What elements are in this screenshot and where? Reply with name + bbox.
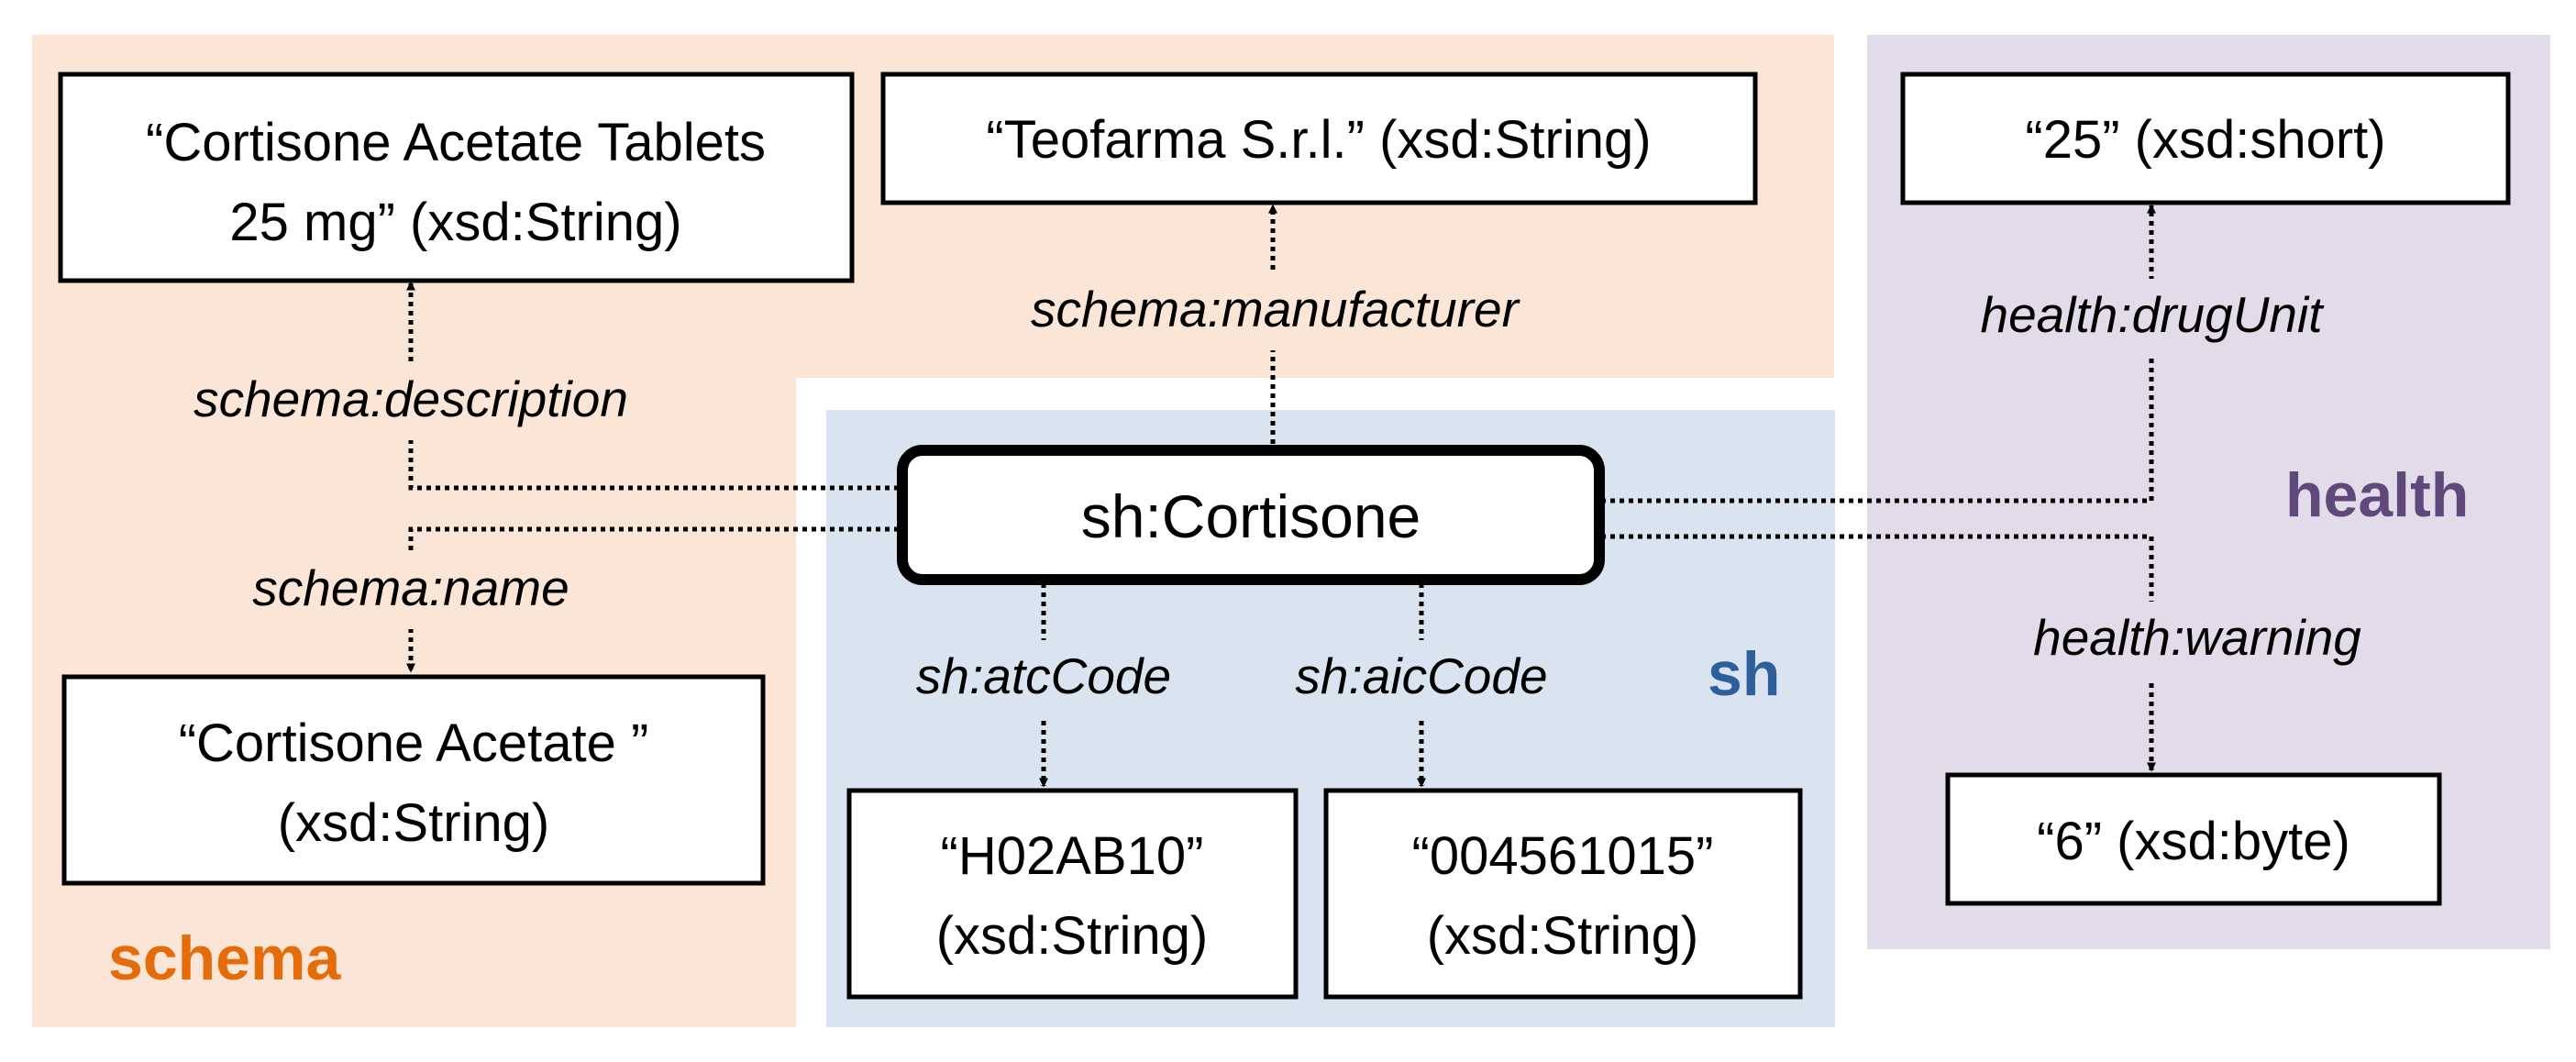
node-aic-code-line2: (xsd:String) — [1427, 906, 1699, 966]
node-description-line1: “Cortisone Acetate Tablets — [146, 113, 766, 172]
node-manufacturer: “Teofarma S.r.l.” (xsd:String) — [880, 72, 1758, 205]
node-warning-line1: “6” (xsd:byte) — [2037, 812, 2350, 871]
edge-label-manufacturer: schema:manufacturer — [1031, 281, 1521, 337]
edge-label-warning-bg — [1988, 602, 2406, 679]
node-atc-code-line2: (xsd:String) — [936, 906, 1209, 966]
node-atc-code: “H02AB10” (xsd:String) — [846, 788, 1299, 1000]
edge-label-aic-code: sh:aicCode — [1295, 647, 1547, 704]
node-aic-code-line1: “004561015” — [1412, 826, 1714, 886]
node-name: “Cortisone Acetate ” (xsd:String) — [61, 674, 766, 886]
edge-label-manufacturer-bg — [972, 273, 1574, 350]
node-aic-code: “004561015” (xsd:String) — [1323, 788, 1803, 1000]
health-region-label: health — [2285, 460, 2469, 530]
edge-label-atc-code: sh:atcCode — [916, 647, 1171, 704]
edge-label-name: schema:name — [252, 559, 569, 616]
schema-region-label: schema — [108, 924, 341, 993]
edge-name — [406, 526, 899, 673]
edge-description — [406, 281, 899, 491]
edge-label-drug-unit: health:drugUnit — [1980, 286, 2325, 343]
edge-label-name-bg — [216, 552, 602, 629]
edge-label-warning: health:warning — [2033, 609, 2361, 666]
edge-label-description: schema:description — [193, 371, 628, 427]
node-drug-unit: “25” (xsd:short) — [1900, 72, 2511, 205]
node-atc-code-line1: “H02AB10” — [941, 826, 1204, 886]
node-name-line1: “Cortisone Acetate ” — [179, 714, 649, 773]
edge-label-description-bg — [145, 363, 677, 440]
edge-label-atc-code-bg — [884, 640, 1203, 717]
node-name-line2: (xsd:String) — [278, 793, 550, 853]
center-node-label: sh:Cortisone — [1081, 482, 1421, 550]
edge-label-aic-code-bg — [1267, 640, 1575, 717]
edge-label-drug-unit-bg — [1948, 279, 2355, 356]
node-description-line2: 25 mg” (xsd:String) — [229, 193, 681, 252]
node-drug-unit-line1: “25” (xsd:short) — [2025, 110, 2385, 170]
node-manufacturer-line1: “Teofarma S.r.l.” (xsd:String) — [986, 110, 1651, 170]
center-node: sh:Cortisone — [897, 445, 1605, 585]
node-description: “Cortisone Acetate Tablets 25 mg” (xsd:S… — [58, 72, 855, 283]
edge-warning — [1601, 534, 2156, 772]
node-warning: “6” (xsd:byte) — [1945, 772, 2442, 906]
sh-region-label: sh — [1708, 639, 1780, 709]
